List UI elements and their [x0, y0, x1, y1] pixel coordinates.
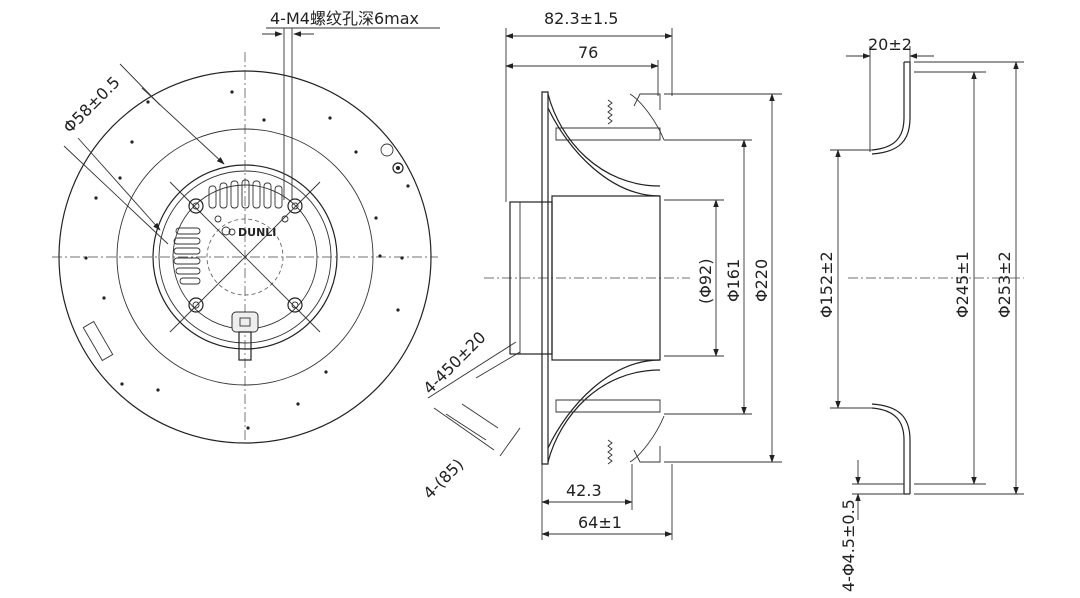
- dia-motor-label: (Φ92): [696, 259, 715, 304]
- depth-42-label: 42.3: [566, 481, 602, 500]
- ground-symbol: [380, 143, 404, 174]
- ring-view: 20±2 Φ152±2 Φ245±1 Φ253±2 4-Φ4.5±0.5: [817, 35, 1024, 592]
- ring-height-label: 20±2: [868, 35, 912, 54]
- ring-profile-outer: [871, 62, 905, 494]
- back-plate: [541, 91, 549, 465]
- upper-blade: [555, 127, 661, 141]
- dia-220-label: Φ220: [752, 259, 771, 302]
- lower-shroud: [547, 359, 661, 463]
- thread-note-label: 4-M4螺纹孔深6max: [270, 9, 419, 28]
- cable-count-label: 4-450±20: [419, 328, 489, 398]
- upper-shroud: [547, 93, 661, 197]
- dia-hub-label: Φ58±0.5: [59, 73, 123, 137]
- motor-shell: [551, 195, 661, 361]
- cooling-slots: [173, 179, 283, 285]
- holes-label: 4-Φ4.5±0.5: [839, 499, 858, 592]
- front-view: DUNLI: [52, 9, 521, 503]
- dia-245-label: Φ245±1: [953, 251, 972, 318]
- m4-holes: [188, 198, 303, 313]
- total-length-label: 82.3±1.5: [544, 9, 618, 28]
- upper-spring: [607, 99, 613, 125]
- ring-profile-inner: [871, 62, 911, 494]
- brand-logo: DUNLI: [221, 226, 276, 239]
- body-length-label: 76: [578, 43, 598, 62]
- dia-253-label: Φ253±2: [995, 251, 1014, 318]
- dia-152-label: Φ152±2: [817, 251, 836, 318]
- logo-text: DUNLI: [238, 226, 276, 239]
- warning-label: [82, 320, 114, 362]
- side-view: 82.3±1.5 76 (Φ92) Φ161 Φ220 42.3 64±1: [484, 9, 782, 540]
- front-diag-2: [169, 181, 321, 333]
- dia-161-label: Φ161: [724, 259, 743, 302]
- depth-64-label: 64±1: [578, 513, 622, 532]
- cable-exit: [231, 311, 259, 361]
- lower-blade: [555, 399, 661, 413]
- dim-cable: 4-450±20 4-(85): [419, 328, 521, 503]
- strip-length-label: 4-(85): [419, 455, 467, 503]
- lower-spring: [607, 439, 613, 465]
- dim-hub-diameter: Φ58±0.5: [59, 63, 225, 245]
- dim-thread-note: 4-M4螺纹孔深6max: [262, 9, 440, 200]
- rim-rivets: [84, 90, 410, 430]
